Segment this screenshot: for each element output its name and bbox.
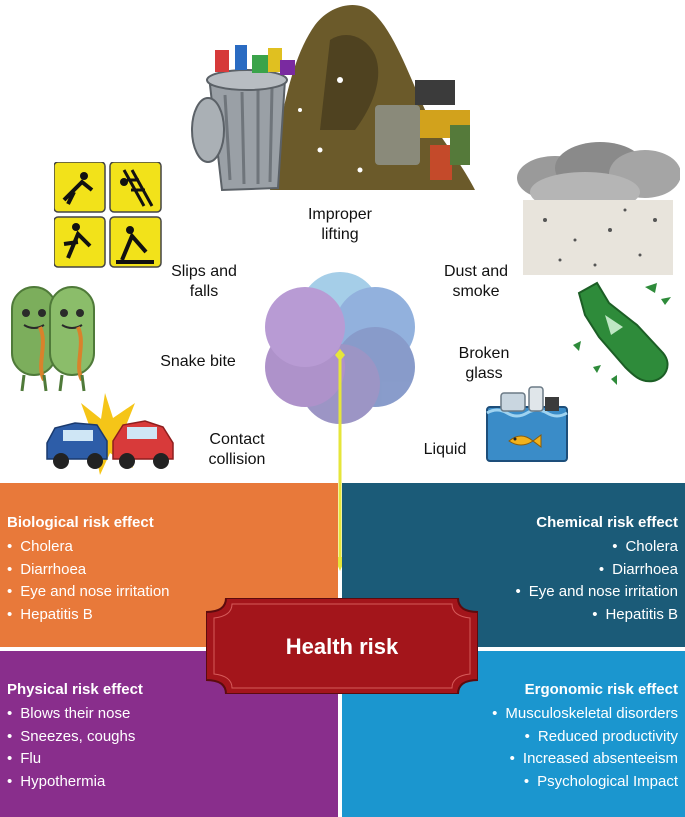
list-item: •Hypothermia [7,772,106,790]
health-risk-label: Health risk [285,634,399,659]
list-item: •Eye and nose irritation [515,583,678,600]
list-item: •Diarrhoea [598,560,678,578]
list-item: •Flu [7,750,42,767]
list-item: •Blows their nose [7,705,131,722]
ergonomic-risk-panel: Ergonomic risk effect •Musculoskeletal d… [342,651,685,817]
list-item: •Cholera [612,538,678,555]
broken-bottle-icon [573,281,671,385]
polluted-water-icon [486,386,568,462]
warning-signs-icon [54,162,162,268]
health-risk-badge [206,598,478,694]
trash-pile-icon [191,5,475,192]
chemical-risk-title: Chemical risk effect [536,514,678,531]
label-slips-and-falls: Slips and falls [171,263,237,300]
physical-risk-title: Physical risk effect [7,681,143,698]
label-liquid: Liquid [423,441,467,458]
label-broken-glass: Broken glass [458,345,510,382]
smoke-icon [517,142,680,275]
list-item: •Sneezes, coughs [7,727,136,745]
list-item: •Psychological Impact [523,772,678,790]
list-item: •Cholera [7,538,73,555]
biological-risk-list: •Cholera •Diarrhoea •Eye and nose irrita… [7,536,170,626]
list-item: •Hepatitis B [7,605,93,623]
list-item: •Increased absenteeism [509,750,678,767]
ergonomic-risk-list: •Musculoskeletal disorders •Reduced prod… [492,703,678,793]
list-item: •Musculoskeletal disorders [492,705,678,722]
label-improper-lifting: Improper lifting [307,206,373,243]
label-snake-bite: Snake bite [160,353,236,370]
physical-risk-list: •Blows their nose •Sneezes, coughs •Flu … [7,703,135,793]
list-item: •Hepatitis B [592,605,678,623]
list-item: •Reduced productivity [524,727,678,745]
chemical-risk-list: •Cholera •Diarrhoea •Eye and nose irrita… [515,536,678,626]
list-item: •Eye and nose irritation [7,583,170,600]
label-dust-and-smoke: Dust and smoke [443,263,509,300]
ergonomic-risk-title: Ergonomic risk effect [524,681,678,698]
label-contact-collision: Contact collision [208,431,266,468]
biological-risk-title: Biological risk effect [7,514,154,531]
bacteria-icon [11,286,95,392]
list-item: •Diarrhoea [7,560,87,578]
car-crash-icon [46,393,174,475]
